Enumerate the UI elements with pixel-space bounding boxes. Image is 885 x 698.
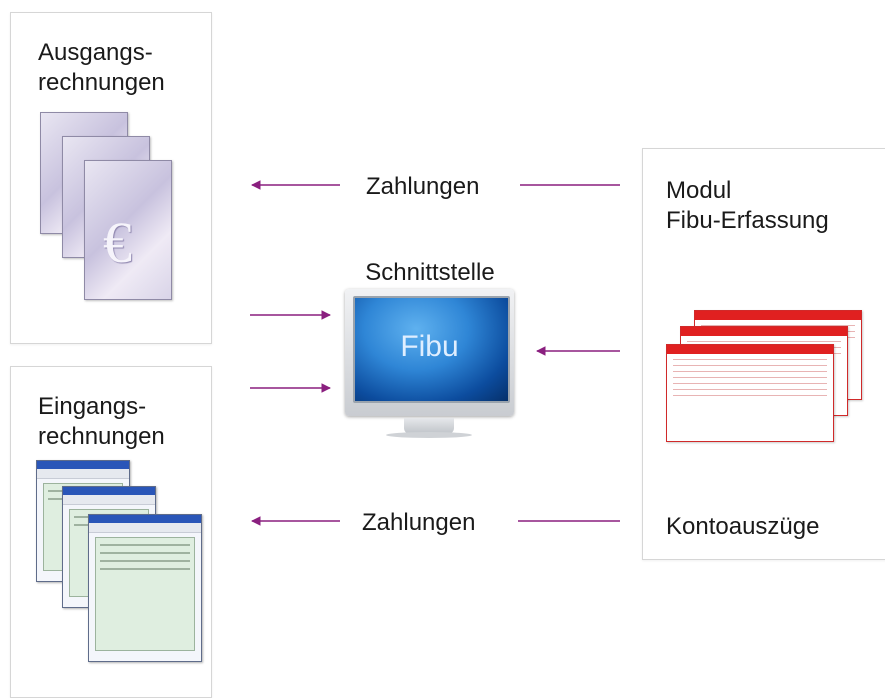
zahlungen-bottom-label: Zahlungen xyxy=(362,509,476,536)
ausgangsrechnungen-label: Ausgangs- rechnungen xyxy=(38,39,165,96)
eingangsrechnungen-label: Eingangs- rechnungen xyxy=(38,393,165,450)
modul-label: Modul Fibu-Erfassung xyxy=(666,177,829,234)
zahlungen-top-label: Zahlungen xyxy=(366,173,480,200)
kontoauszuege-label: Kontoauszüge xyxy=(666,513,820,540)
schnittstelle-label: Schnittstelle xyxy=(365,259,495,286)
fibu-screen-label: Fibu xyxy=(400,330,459,363)
